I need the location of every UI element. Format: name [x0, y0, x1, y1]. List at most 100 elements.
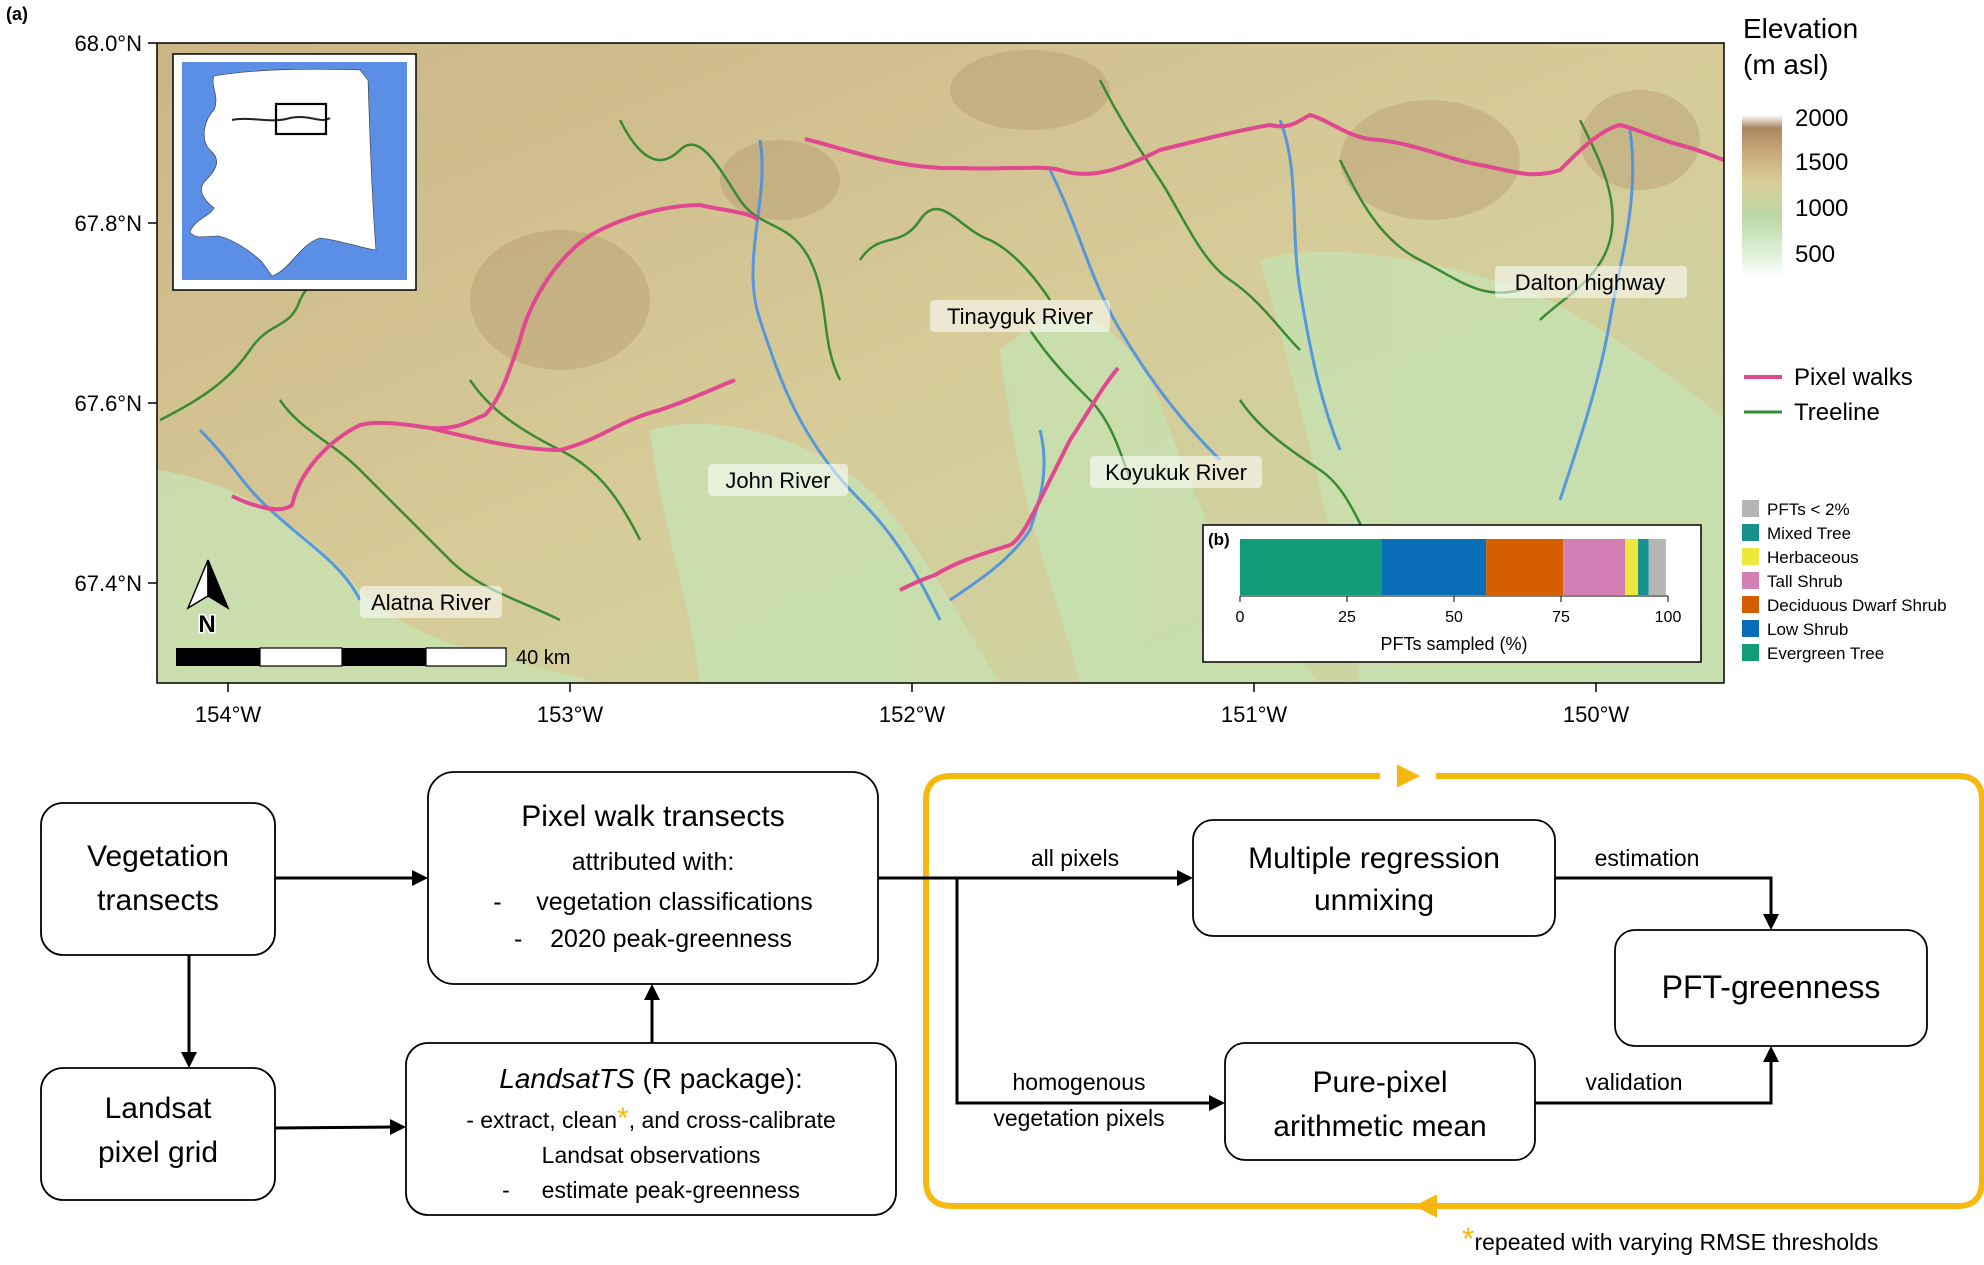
footnote-text: repeated with varying RMSE thresholds: [1474, 1229, 1878, 1255]
pft-x-tick-label: 100: [1655, 609, 1682, 626]
lat-tick-label: 68.0°N: [74, 31, 142, 56]
pft-legend-label: PFTs < 2%: [1767, 500, 1850, 519]
pft-legend-swatch: [1742, 644, 1759, 661]
lon-axis: 154°W 153°W 152°W 151°W 150°W: [195, 683, 1630, 727]
lon-tick-label: 151°W: [1221, 702, 1288, 727]
pixel-walk-line4: - 2020 peak-greenness: [514, 925, 792, 953]
pft-bars: [1240, 539, 1666, 595]
label-alatna-river: Alatna River: [371, 590, 491, 615]
pft-bar-segment: [1638, 539, 1649, 595]
elevation-tick: 2000: [1795, 105, 1848, 132]
pft-greenness-label: PFT-greenness: [1662, 969, 1881, 1005]
label-john-river: John River: [725, 468, 830, 493]
lon-tick-label: 154°W: [195, 702, 262, 727]
rmse-loop: [923, 773, 1984, 1209]
landsatts-title-rest: (R package):: [635, 1063, 803, 1094]
panel-a-label: (a): [6, 4, 28, 24]
footnote-asterisk: *: [1462, 1221, 1474, 1257]
label-tinayguk-river: Tinayguk River: [947, 304, 1093, 329]
pp-line1: Pure-pixel: [1312, 1066, 1447, 1099]
pft-legend-swatch: [1742, 500, 1759, 517]
lon-tick-label: 153°W: [537, 702, 604, 727]
pft-legend-swatch: [1742, 548, 1759, 565]
rivers: [198, 119, 1635, 621]
place-labels: Tinayguk River Dalton highway John River…: [360, 266, 1687, 618]
landsatts-line2-b: , and cross-calibrate: [629, 1107, 836, 1133]
legend-pixel-walks: Pixel walks: [1794, 364, 1913, 391]
pft-legend-label: Low Shrub: [1767, 620, 1848, 639]
landsat-grid-line1: Landsat: [105, 1092, 212, 1125]
edge-homogenous-1: homogenous: [1013, 1069, 1146, 1095]
flowchart: Vegetation transects Landsat pixel grid …: [40, 764, 1984, 1257]
panel-b-label: (b): [1208, 530, 1230, 549]
elevation-unit: (m asl): [1743, 49, 1829, 80]
footnote: *repeated with varying RMSE thresholds: [1462, 1221, 1878, 1257]
study-area-box: [274, 102, 328, 136]
lon-tick-label: 152°W: [879, 702, 946, 727]
landsatts-title: LandsatTS (R package):: [499, 1063, 803, 1094]
veg-transects-line1: Vegetation: [87, 840, 229, 873]
elevation-tick: 500: [1795, 241, 1835, 268]
pp-line2: arithmetic mean: [1273, 1110, 1486, 1143]
pft-legend-label: Tall Shrub: [1767, 572, 1843, 591]
lat-tick-label: 67.4°N: [74, 571, 142, 596]
elevation-tick: 1500: [1795, 149, 1848, 176]
north-arrow: N: [186, 559, 230, 640]
lon-tick-label: 150°W: [1563, 702, 1630, 727]
arrow-heads: [181, 870, 1779, 1135]
landsatts-line4: - estimate peak-greenness: [502, 1177, 800, 1203]
pft-legend-swatch: [1742, 596, 1759, 613]
edge-estimation: estimation: [1595, 845, 1700, 871]
lat-tick-label: 67.6°N: [74, 391, 142, 416]
pixel-walk-line3: - vegetation classifications: [493, 888, 813, 916]
landsatts-line2: - extract, clean*, and cross-calibrate: [466, 1102, 836, 1135]
edge-validation: validation: [1585, 1069, 1682, 1095]
map-frame: [156, 42, 1725, 684]
pft-legend-swatch: [1742, 524, 1759, 541]
map-panel: Tinayguk River Dalton highway John River…: [157, 43, 1724, 683]
scale-bar: 40 km: [176, 647, 570, 669]
pft-bar-segment: [1625, 539, 1639, 595]
label-dalton-highway: Dalton highway: [1515, 270, 1665, 295]
veg-transects-line2: transects: [97, 884, 219, 917]
pft-legend-swatch: [1742, 620, 1759, 637]
mr-line2: unmixing: [1314, 884, 1434, 917]
legend-treeline: Treeline: [1794, 399, 1880, 426]
lat-axis: 68.0°N 67.8°N 67.6°N 67.4°N: [74, 31, 157, 596]
box-vegetation-transects: [40, 802, 276, 956]
landsatts-line2-a: - extract, clean: [466, 1107, 617, 1133]
elevation-tick: 1000: [1795, 195, 1848, 222]
alaska-outline: [189, 68, 377, 277]
pft-x-tick-label: 25: [1338, 609, 1356, 626]
pft-legend-label: Deciduous Dwarf Shrub: [1767, 596, 1947, 615]
box-multiple-regression: [1192, 819, 1556, 937]
pixel-walk-line2: attributed with:: [572, 848, 735, 876]
scale-label: 40 km: [516, 647, 570, 669]
pft-legend-label: Evergreen Tree: [1767, 644, 1884, 663]
elevation-legend: Elevation (m asl) 2000 1500 1000 500: [1742, 13, 1858, 277]
line-legend: Pixel walks Treeline: [1744, 364, 1913, 426]
pft-bar-segment: [1240, 539, 1382, 595]
label-koyukuk-river: Koyukuk River: [1105, 460, 1247, 485]
edge-homogenous-2: vegetation pixels: [993, 1105, 1164, 1131]
landsatts-line3: Landsat observations: [542, 1142, 761, 1168]
pft-legend-label: Mixed Tree: [1767, 524, 1851, 543]
pft-legend-swatch: [1742, 572, 1759, 589]
elevation-title: Elevation: [1743, 13, 1858, 44]
pft-x-tick-label: 0: [1236, 609, 1245, 626]
elevation-colorbar: [1742, 115, 1782, 277]
inset-map: [172, 53, 417, 291]
edge-all-pixels: all pixels: [1031, 845, 1119, 871]
landsatts-asterisk: *: [617, 1102, 629, 1135]
pft-legend-label: Herbaceous: [1767, 548, 1859, 567]
pft-bar-segment: [1381, 539, 1487, 595]
arrows: [187, 876, 1773, 1130]
box-landsat-pixel-grid: [40, 1067, 276, 1201]
lat-tick-label: 67.8°N: [74, 211, 142, 236]
pixel-walks: [231, 113, 1724, 592]
mr-line1: Multiple regression: [1248, 842, 1500, 875]
north-label: N: [198, 611, 215, 638]
pft-x-tick-label: 50: [1445, 609, 1463, 626]
